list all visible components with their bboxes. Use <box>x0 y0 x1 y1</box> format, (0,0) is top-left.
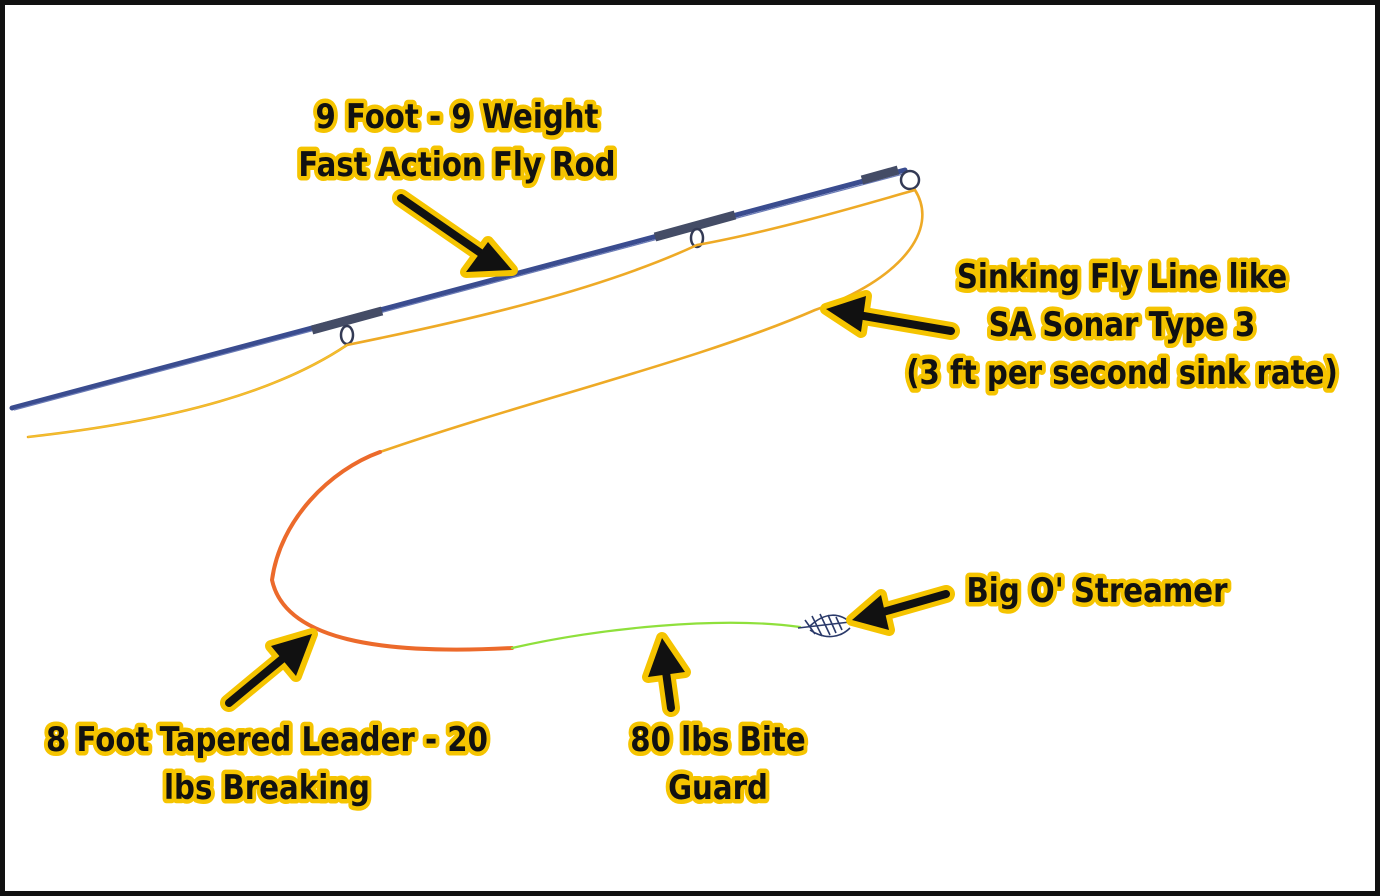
tapered-leader <box>269 450 514 652</box>
pointer-arrow-icon <box>392 189 518 278</box>
pointer-arrow-icon <box>642 632 691 717</box>
rod-label-line2: Fast Action Fly Rod <box>298 146 615 185</box>
guide-wrap <box>310 306 384 335</box>
fly-line-running <box>26 188 924 454</box>
fly-line-label-line2: SA Sonar Type 3 <box>989 306 1256 345</box>
rod-blank-highlight <box>13 173 904 411</box>
rod-guide-ring-icon <box>689 227 705 249</box>
fly-line-label-line3: (3 ft per second sink rate) <box>906 354 1338 393</box>
bite-guard-label-line2: Guard <box>668 769 768 808</box>
streamer-fly-icon <box>797 613 853 638</box>
fly-rod <box>9 165 921 411</box>
fly-line-label-line1: Sinking Fly Line like <box>957 258 1287 297</box>
pointer-arrow-icon <box>220 628 318 712</box>
leader-label-line1: 8 Foot Tapered Leader - 20 <box>46 721 488 760</box>
tip-top-ring-icon <box>899 169 921 191</box>
bite-guard <box>510 621 802 650</box>
fly-line-running-overlay <box>27 344 348 438</box>
rod-blank <box>9 167 908 411</box>
tip-top-wrap <box>860 165 900 185</box>
guide-wrap <box>653 210 737 242</box>
bite-guard-label-line1: 80 lbs Bite <box>630 721 805 760</box>
rod-guide-ring-icon <box>339 324 355 346</box>
pointer-arrow-icon <box>846 585 955 636</box>
rod-label-line1: 9 Foot - 9 Weight <box>315 98 598 137</box>
leader-label-line2: lbs Breaking <box>164 769 370 808</box>
pointer-arrow-icon <box>820 290 960 340</box>
streamer-label: Big O' Streamer <box>967 572 1228 611</box>
